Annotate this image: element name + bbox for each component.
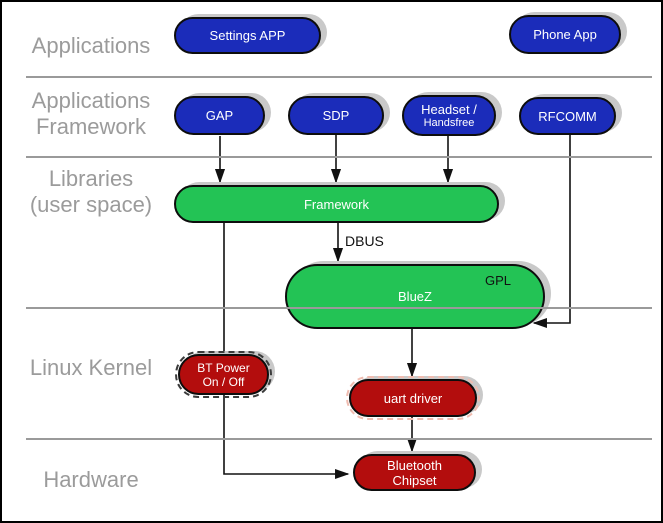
node-label: BlueZ: [398, 289, 432, 304]
node-headset-handsfree: Headset / Handsfree: [402, 95, 496, 136]
node-rfcomm: RFCOMM: [519, 97, 616, 135]
node-label: On / Off: [202, 374, 245, 389]
layer-label-text: Applications: [31, 88, 151, 113]
node-label: Handsfree: [423, 116, 475, 129]
layer-label-text: Linux Kernel: [29, 355, 153, 380]
edge-label-dbus: DBUS: [345, 233, 384, 249]
layer-label-applications: Applications: [8, 33, 174, 59]
layer-label-libraries: Libraries (user space): [8, 166, 174, 218]
node-label: Bluetooth: [387, 457, 442, 473]
layer-label-text: Applications: [31, 33, 151, 58]
node-uart-driver: uart driver: [346, 376, 480, 420]
node-bluetooth-chipset: Bluetooth Chipset: [353, 454, 476, 491]
node-framework: Framework: [174, 185, 499, 223]
layer-label-text: Framework: [35, 114, 146, 139]
divider-kernel-hardware: [26, 438, 652, 440]
node-label: Headset /: [421, 101, 477, 117]
node-label: uart driver: [383, 390, 443, 406]
node-label: BT Power: [197, 360, 250, 375]
divider-libraries-kernel: [26, 307, 652, 309]
layer-label-text: (user space): [29, 192, 153, 217]
divider-applications-framework: [26, 76, 652, 78]
divider-framework-libraries: [26, 156, 652, 158]
node-label: SDP: [322, 108, 350, 123]
layer-label-applications-framework: Applications Framework: [8, 88, 174, 140]
layer-label-hardware: Hardware: [8, 467, 174, 493]
layer-label-text: Libraries: [48, 166, 134, 191]
layer-label-text: Hardware: [43, 467, 139, 492]
node-bluez: BlueZ GPL: [285, 264, 545, 329]
node-label: RFCOMM: [538, 108, 597, 124]
node-phone-app: Phone App: [509, 15, 621, 54]
node-sdp: SDP: [288, 96, 384, 135]
node-gap: GAP: [174, 96, 265, 135]
node-label: Framework: [303, 196, 369, 212]
node-settings-app: Settings APP: [174, 17, 321, 54]
gpl-tag: GPL: [484, 273, 511, 288]
layer-label-linux-kernel: Linux Kernel: [8, 355, 174, 381]
node-label: Phone App: [533, 27, 597, 42]
node-label: Chipset: [392, 472, 437, 488]
node-bt-power: BT Power On / Off: [175, 351, 272, 398]
node-label: Settings APP: [209, 28, 286, 43]
node-label: GAP: [205, 108, 234, 123]
